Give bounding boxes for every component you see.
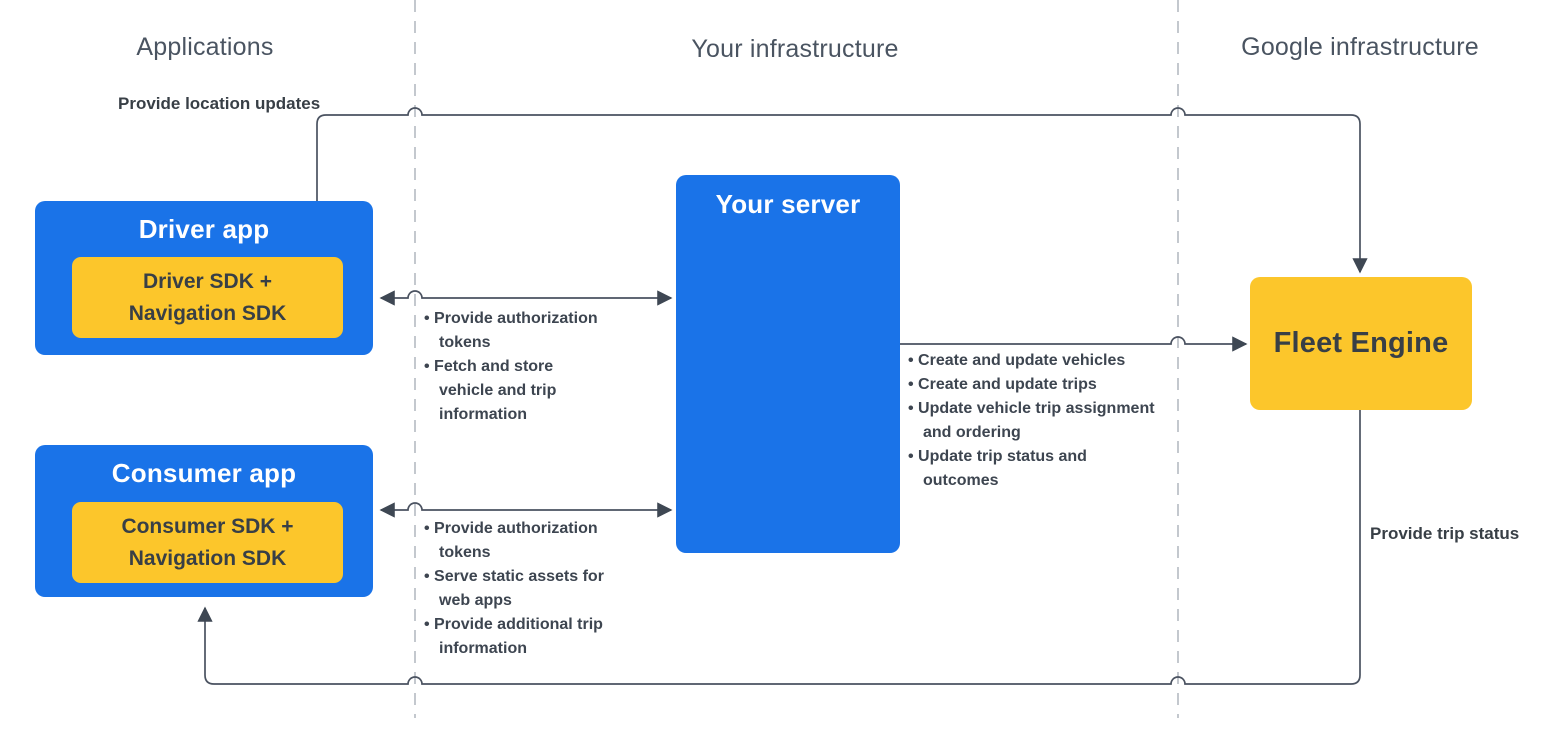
your-server-title: Your server [715, 189, 861, 219]
driver-sdk-label: Driver SDK + Navigation SDK [128, 269, 287, 325]
label-provide-trip-status: Provide trip status [1370, 524, 1520, 543]
edge-location-updates [316, 107, 1368, 274]
lane-label-google-infrastructure: Google infrastructure [1241, 33, 1479, 61]
edge-driver-server [379, 290, 673, 306]
bullets-server-fleet: Create and update vehiclesCreate and upd… [908, 349, 1156, 493]
edge-consumer-server [379, 502, 673, 518]
label-provide-location-updates: Provide location updates [118, 94, 321, 113]
bullet-item: Provide authorization tokens [424, 517, 610, 565]
bullet-item: Provide additional trip information [424, 613, 610, 661]
bullet-item: Update vehicle trip assignment and order… [908, 397, 1156, 445]
node-your-server: Your server [676, 175, 900, 553]
bullet-item: Update trip status and outcomes [908, 445, 1156, 493]
bullets-driver-server: Provide authorization tokensFetch and st… [424, 307, 610, 427]
bullet-item: Create and update vehicles [908, 349, 1156, 373]
node-fleet-engine: Fleet Engine [1250, 277, 1472, 410]
consumer-sdk-label: Consumer SDK + Navigation SDK [121, 514, 294, 570]
consumer-app-title: Consumer app [111, 458, 297, 488]
lane-label-your-infrastructure: Your infrastructure [691, 35, 899, 63]
edge-server-fleet [900, 336, 1248, 352]
node-consumer-app: Consumer app Consumer SDK + Navigation S… [35, 445, 373, 597]
node-driver-app: Driver app Driver SDK + Navigation SDK [35, 201, 373, 355]
edge-trip-status [197, 410, 1361, 685]
bullets-consumer-server: Provide authorization tokensServe static… [424, 517, 610, 661]
bullet-item: Provide authorization tokens [424, 307, 610, 355]
node-driver-sdk: Driver SDK + Navigation SDK [72, 257, 343, 338]
lane-label-applications: Applications [136, 33, 274, 61]
bullet-item: Create and update trips [908, 373, 1156, 397]
bullet-item: Serve static assets for web apps [424, 565, 610, 613]
driver-app-title: Driver app [138, 214, 270, 244]
node-consumer-sdk: Consumer SDK + Navigation SDK [72, 502, 343, 583]
bullet-item: Fetch and store vehicle and trip informa… [424, 355, 610, 427]
fleet-engine-title: Fleet Engine [1273, 327, 1449, 359]
